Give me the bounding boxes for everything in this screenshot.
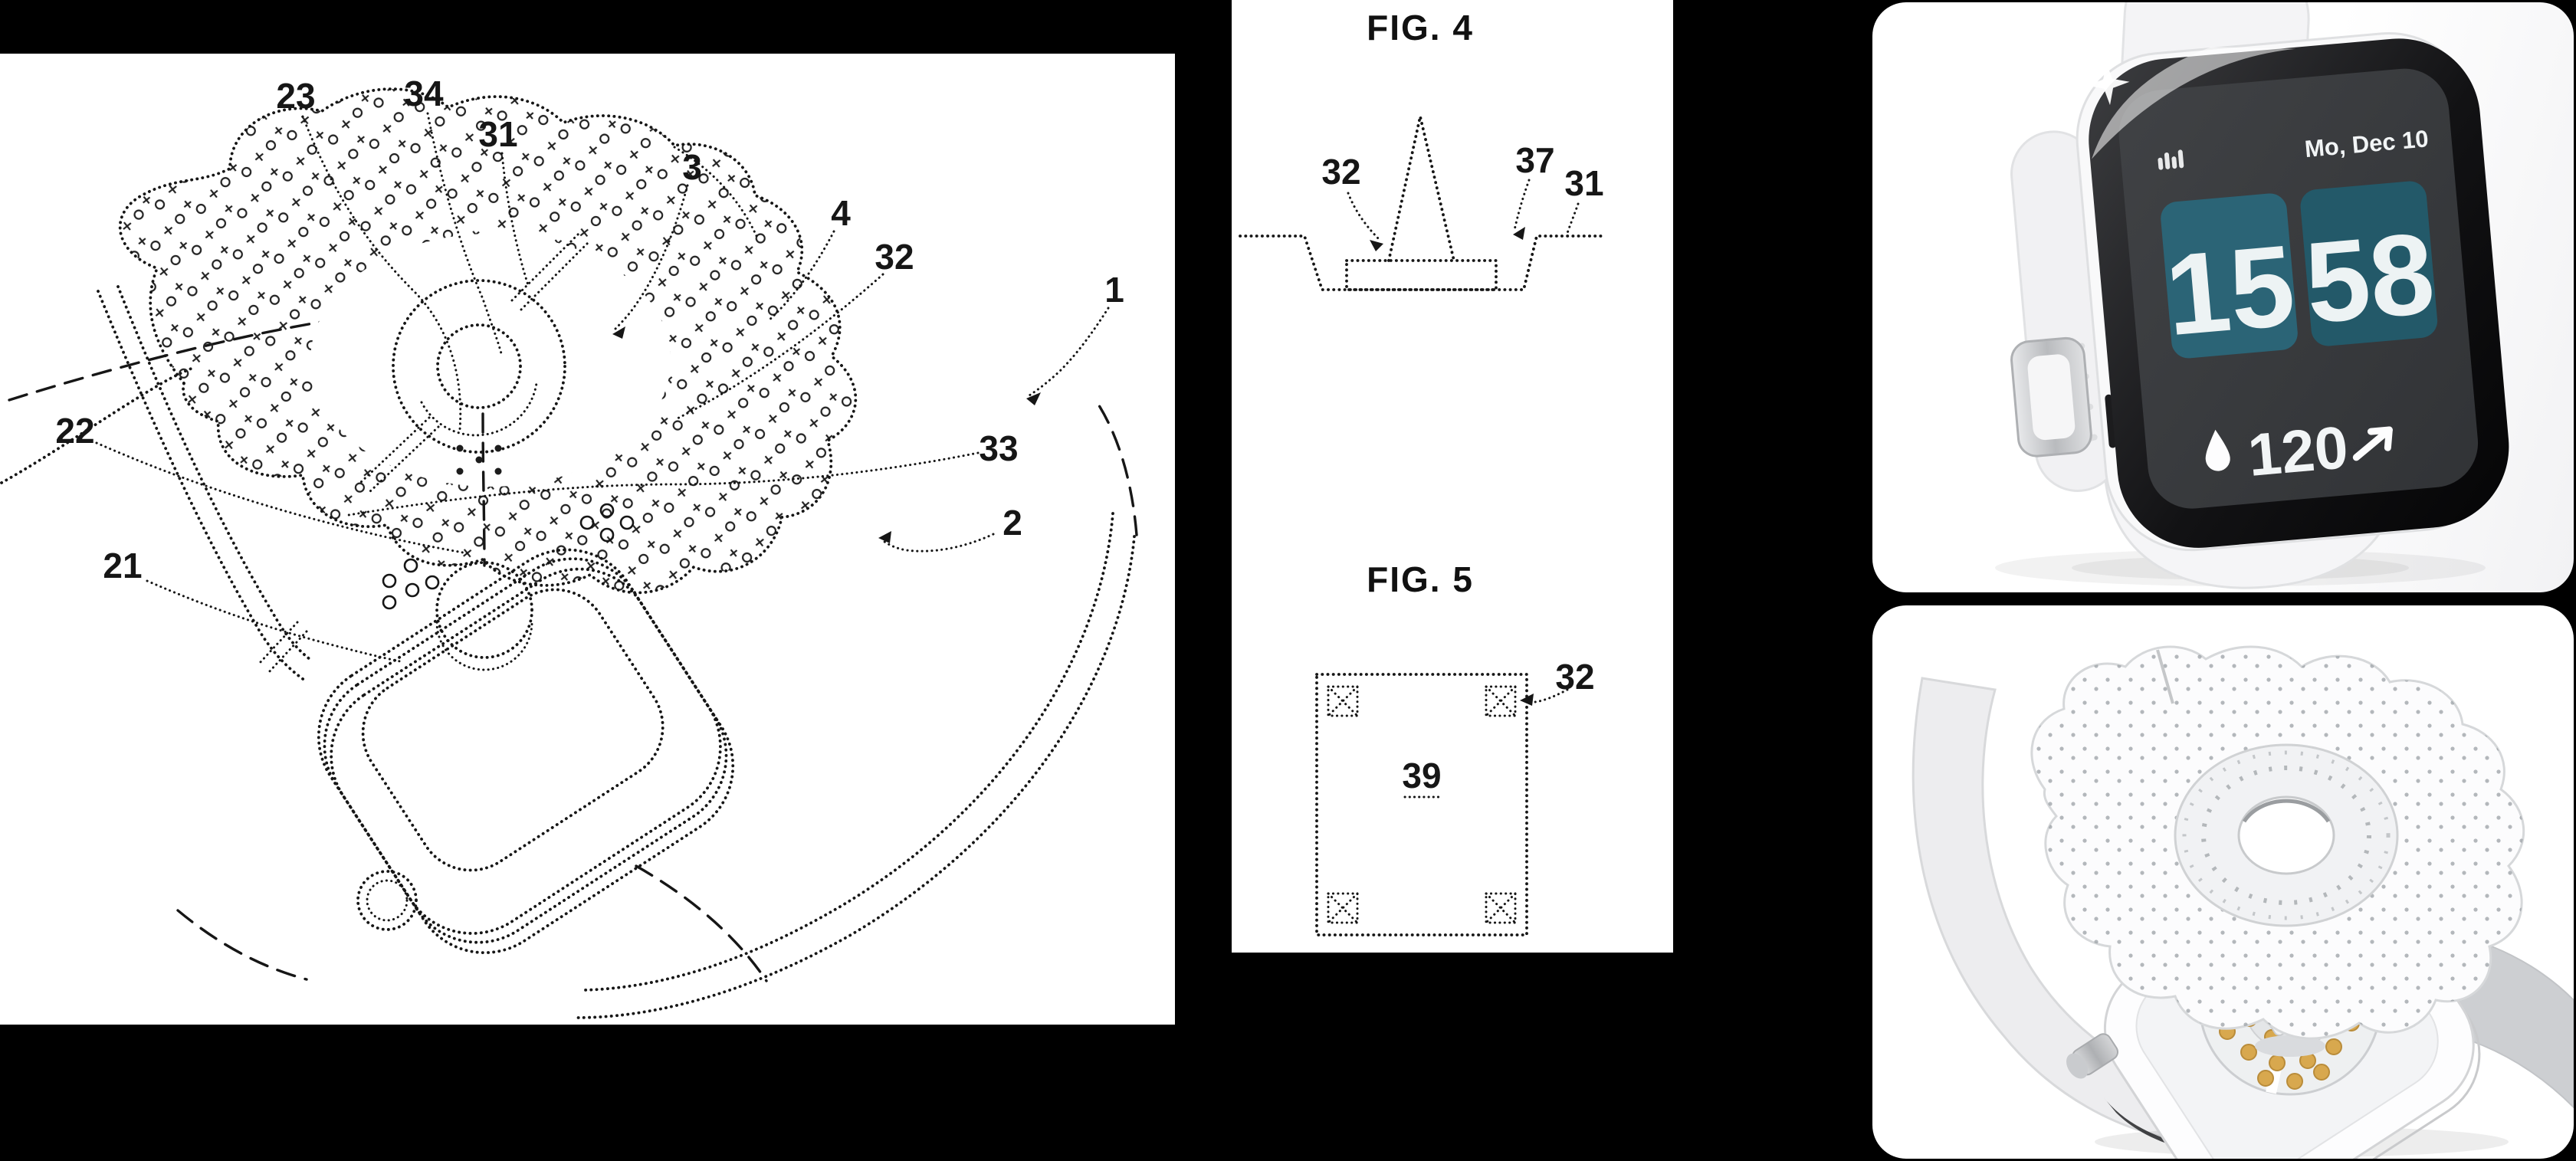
- exploded-axis: [481, 412, 486, 567]
- ref-numeral-22: 22: [55, 411, 94, 451]
- fig4-fig5-drawing: FIG. 4 32 37 31 FIG. 5: [1239, 8, 1607, 936]
- leader-line-22: [95, 441, 469, 555]
- leader-line-3: [612, 184, 689, 332]
- reference-numerals: 23 34 31 3 4 32 1 33 2 22 21: [55, 74, 1124, 585]
- hole-shadow-edge: [2242, 799, 2331, 823]
- arrow-up-right-icon: [2352, 426, 2393, 461]
- fig4-substrate-profile: [1239, 234, 1607, 291]
- minutes-tile: [2300, 181, 2438, 346]
- leader-line-31: [500, 152, 530, 289]
- leader-line-33: [347, 451, 980, 517]
- glucose-value: 120: [2246, 413, 2351, 489]
- leader-line-4: [766, 230, 835, 323]
- fig4-group: FIG. 4 32 37 31: [1239, 8, 1607, 291]
- fig5-ref-32: 32: [1555, 657, 1594, 697]
- fig4-ref-37: 37: [1515, 140, 1554, 180]
- droplet-icon: [2205, 429, 2230, 471]
- fig5-part-39: 39: [1402, 756, 1441, 795]
- ref-numeral-23: 23: [276, 76, 315, 116]
- patent-fig1-panel: 23 34 31 3 4 32 1 33 2 22 21: [0, 54, 1175, 1025]
- fig4-leader-32: [1347, 192, 1382, 242]
- ref-numeral-1: 1: [1104, 270, 1124, 310]
- ref-numeral-3: 3: [682, 147, 702, 187]
- watch-assembly: Mo, Dec 10 15 58 120: [2010, 2, 2509, 589]
- crown: [356, 870, 418, 931]
- leader-line-1: [1028, 307, 1110, 397]
- screen: [2118, 68, 2479, 509]
- patch-outline: [118, 87, 858, 595]
- fig4-ref-32: 32: [1321, 152, 1360, 192]
- adhesive-patch: [118, 87, 858, 595]
- patch-dots-small: [456, 444, 502, 475]
- hours-tile: [2161, 193, 2298, 359]
- leader-line-21: [146, 579, 402, 663]
- ring-dash-inner: [2201, 766, 2371, 905]
- signal-bars-icon: [2158, 149, 2184, 170]
- ring-dash-outer: [2182, 750, 2391, 920]
- ref-numeral-34: 34: [404, 74, 444, 113]
- side-button: [2105, 394, 2117, 448]
- watchface-content: Mo, Dec 10 15 58 120: [2158, 125, 2439, 489]
- sensor-pedestal: [2255, 1035, 2325, 1057]
- buckle-cutout: [2027, 354, 2076, 441]
- leader-line-34: [426, 112, 504, 358]
- ref-numeral-32: 32: [875, 237, 914, 277]
- microneedle-dots: [382, 503, 635, 610]
- fig4-title: FIG. 4: [1367, 8, 1474, 48]
- ref-numeral-2: 2: [1003, 503, 1022, 543]
- fig4-needle-base: [1345, 259, 1498, 291]
- smartwatch-render-panel: Mo, Dec 10 15 58 120: [1872, 2, 2574, 592]
- leader-lines: [95, 112, 1110, 663]
- ref-numeral-33: 33: [979, 428, 1018, 468]
- fig5-patch-outline: [1315, 673, 1528, 936]
- leader-line-32: [673, 273, 884, 421]
- exploded-render-panel: [1872, 605, 2574, 1159]
- patch-hole: [2237, 795, 2335, 875]
- patent-exploded-drawing: 23 34 31 3 4 32 1 33 2 22 21: [0, 74, 1138, 1019]
- fig4-leader-31: [1566, 202, 1580, 234]
- leader-line-2: [880, 533, 995, 553]
- hours-digits: 15: [2161, 220, 2299, 359]
- body-underside: [2102, 1096, 2259, 1154]
- lug-lines: [258, 621, 308, 674]
- gloss-highlight: [2092, 47, 2296, 159]
- fig5-title: FIG. 5: [1367, 559, 1474, 599]
- fig5-corner-needles: [1327, 685, 1517, 924]
- smartwatch-render: Mo, Dec 10 15 58 120: [1995, 2, 2509, 589]
- ref-numeral-31: 31: [478, 114, 517, 154]
- patch-seam-lines: [359, 230, 592, 494]
- patch-clear-zone: [310, 234, 671, 487]
- sparkle-icon: [2086, 62, 2130, 106]
- minutes-digits: 58: [2300, 208, 2439, 348]
- exploded-render: [1911, 645, 2574, 1159]
- ref-numeral-4: 4: [831, 193, 851, 233]
- ref-numeral-21: 21: [103, 546, 142, 585]
- fig4-microneedle: [1387, 116, 1455, 262]
- patch-wire: [2156, 649, 2174, 704]
- watch-body: [258, 444, 735, 955]
- watch-straps: [97, 285, 1138, 1019]
- sensor-ring: [392, 279, 566, 454]
- fig4-leader-37: [1513, 179, 1531, 231]
- sensor-boss: [435, 561, 533, 659]
- patch-render: [2030, 645, 2525, 1040]
- crown-render: [2066, 1033, 2118, 1079]
- fig5-group: FIG. 5 39 32: [1315, 559, 1595, 936]
- patent-fig4-fig5-panel: FIG. 4 32 37 31 FIG. 5: [1232, 0, 1673, 953]
- fig4-ref-31: 31: [1564, 163, 1603, 203]
